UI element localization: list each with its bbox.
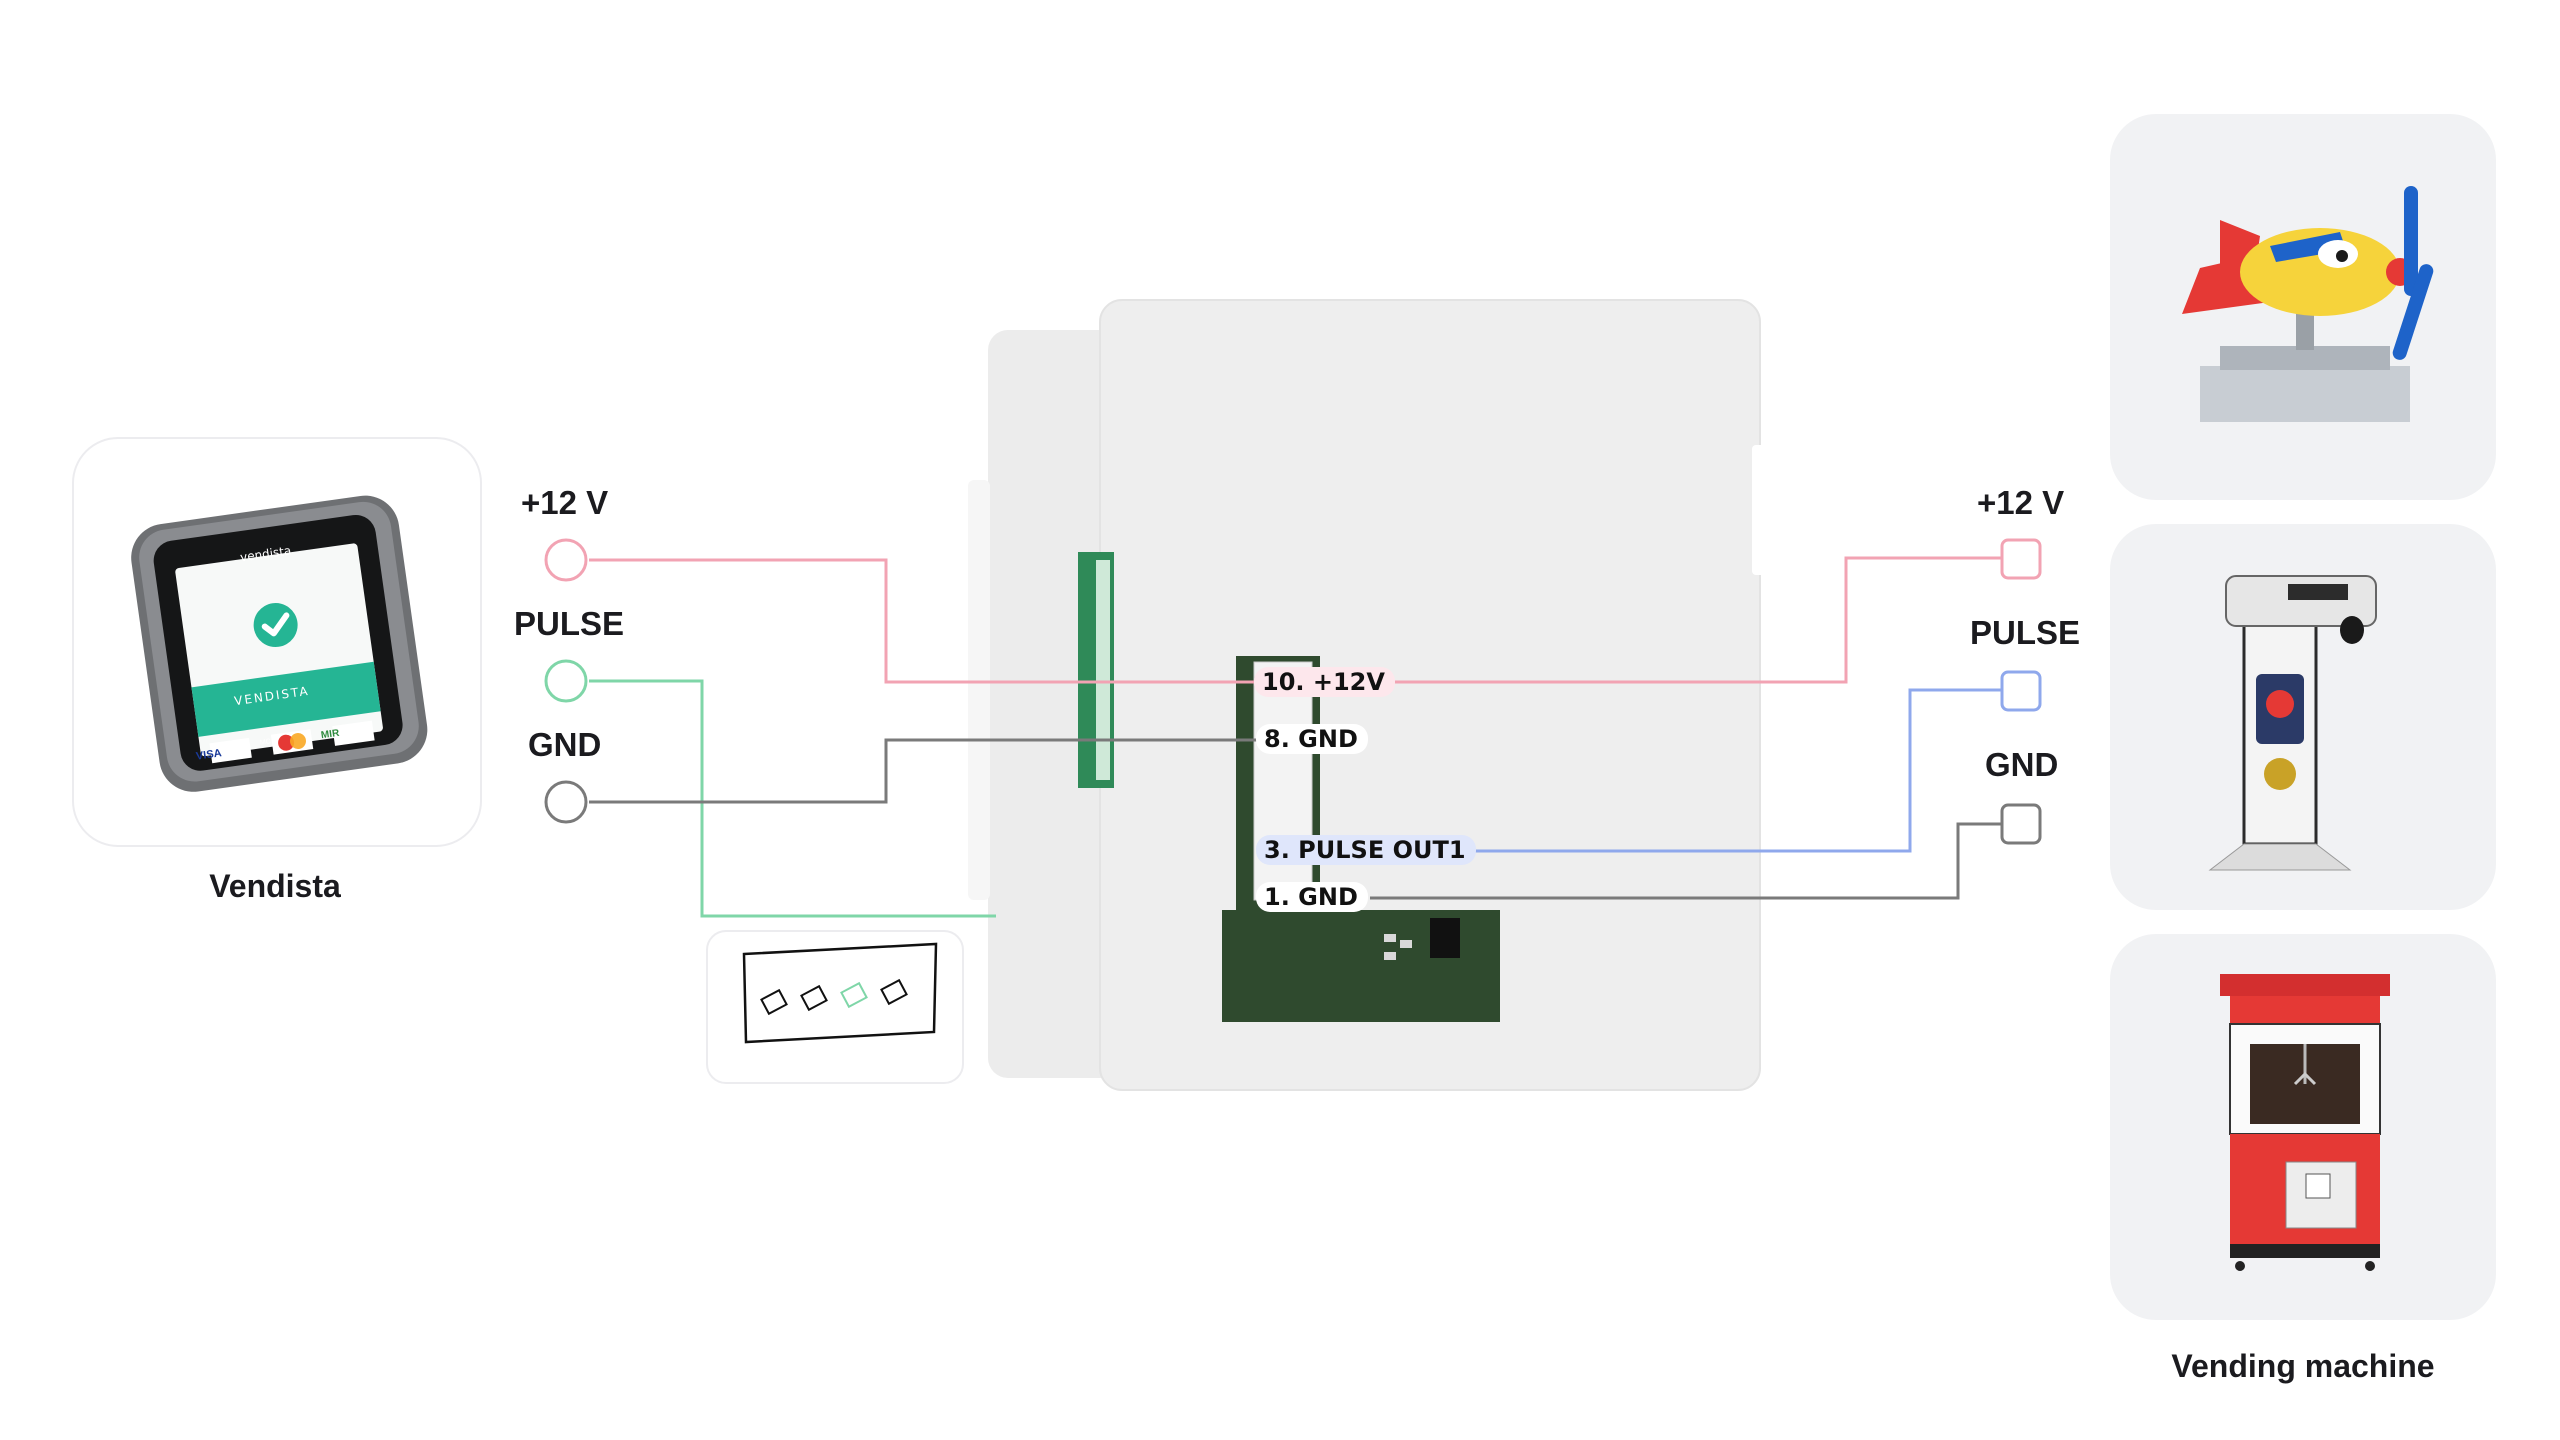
right-terminal-pulse: [2000, 670, 2042, 712]
vending-machine-caption: Vending machine: [2171, 1348, 2435, 1384]
left-terminal-pulse: [544, 659, 588, 703]
wire-power-right: [1372, 556, 2010, 684]
claw-machine-icon: [2220, 974, 2390, 1271]
machine-card-claw: [2110, 934, 2496, 1320]
left-label-power: +12 V: [521, 484, 609, 521]
right-label-gnd: GND: [1985, 746, 2059, 783]
wire-gnd-left: [589, 738, 1262, 804]
airplane-ride-icon: [2182, 186, 2434, 422]
left-label-pulse: PULSE: [514, 605, 625, 642]
pin-label-12v: 10. +12V: [1254, 667, 1395, 697]
machine-card-airplane: [2110, 114, 2496, 500]
pin-label-gnd-8: 8. GND: [1256, 724, 1368, 754]
right-terminal-power: [2000, 538, 2042, 580]
right-terminal-gnd: [2000, 803, 2042, 845]
pin-label-gnd-1: 1. GND: [1256, 882, 1368, 912]
vendista-terminal-image: [131, 495, 428, 792]
pin-label-pulse-out1: 3. PULSE OUT1: [1256, 835, 1476, 865]
vendista-caption: Vendista: [209, 868, 341, 904]
boxing-machine-icon: [2208, 575, 2377, 871]
connector-blocks-icon: [742, 942, 938, 1044]
wire-gnd-right: [1370, 822, 2010, 900]
vendista-card: vendista VENDISTA VISA MC MIR: [72, 437, 482, 847]
right-label-pulse: PULSE: [1970, 614, 2081, 651]
left-label-gnd: GND: [528, 726, 602, 763]
left-terminal-power: [544, 538, 588, 582]
wire-pulse-in: [589, 679, 996, 918]
connector-hint-card: [706, 930, 964, 1084]
right-label-power: +12 V: [1977, 484, 2065, 521]
left-terminal-gnd: [544, 780, 588, 824]
machine-card-boxing: [2110, 524, 2496, 910]
wire-power-left: [589, 558, 1262, 684]
wire-pulse-out: [1462, 688, 2010, 853]
